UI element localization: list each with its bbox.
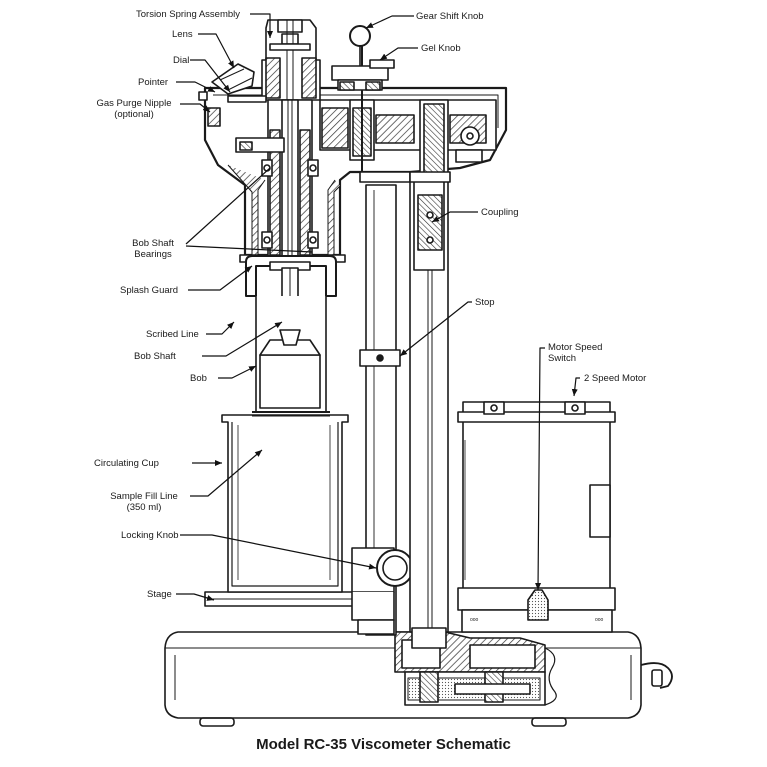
bob-shaft-housing [227, 95, 319, 266]
leader-bob-shaft [202, 321, 283, 357]
diagram-title: Model RC-35 Viscometer Schematic [256, 736, 511, 753]
label-sample-fill-line-line1: Sample Fill Line [110, 491, 178, 502]
leader-gas-purge [180, 103, 211, 113]
label-locking-knob: Locking Knob [121, 530, 179, 541]
label-two-speed-motor: 2 Speed Motor [584, 373, 647, 384]
svg-text:ooo: ooo [470, 617, 479, 623]
support-column [351, 184, 414, 636]
leader-lens [198, 33, 235, 69]
gear-shift-knob [331, 25, 389, 91]
circulating-cup [221, 414, 349, 593]
leader-gel-knob [379, 47, 418, 61]
gearbox [319, 45, 497, 183]
leader-stop [399, 301, 472, 357]
label-gel-knob: Gel Knob [421, 43, 461, 54]
label-bob-shaft-bearings-line2: Bearings [134, 249, 172, 260]
leader-pointer [176, 81, 216, 93]
leader-gear-shift [365, 15, 414, 29]
label-bob-shaft-bearings: Bob Shaft Bearings [118, 238, 188, 260]
label-motor-speed-switch: Motor Speed Switch [548, 342, 602, 364]
label-gear-shift-knob: Gear Shift Knob [416, 11, 484, 22]
leader-bearings-lower [185, 245, 313, 253]
gel-knob [369, 59, 395, 69]
label-bob-shaft: Bob Shaft [134, 351, 176, 362]
label-splash-guard: Splash Guard [120, 285, 179, 296]
leader-two-speed-motor [571, 377, 580, 397]
leader-splash-guard [188, 265, 253, 291]
two-speed-motor: ooo ooo [457, 401, 616, 633]
label-circulating-cup: Circulating Cup [94, 458, 159, 469]
label-motor-speed-switch-line1: Motor Speed [548, 342, 603, 353]
label-bob-shaft-bearings-line1: Bob Shaft [132, 238, 174, 249]
label-motor-speed-switch-line2: Switch [548, 353, 576, 364]
leader-bearings-upper [185, 167, 271, 245]
leader-stage [176, 593, 215, 601]
label-lens: Lens [172, 29, 193, 40]
leader-dial [190, 59, 231, 93]
label-sample-fill-line-line2: (350 ml) [126, 502, 162, 513]
svg-text:ooo: ooo [595, 617, 604, 623]
label-stage: Stage [147, 589, 172, 600]
leader-locking-knob [180, 534, 377, 570]
leader-scribed-line [206, 321, 235, 335]
bob [252, 296, 330, 417]
label-gas-purge-nipple: Gas Purge Nipple (optional) [86, 98, 182, 120]
label-dial: Dial [173, 55, 190, 66]
head-housing [198, 63, 508, 263]
label-bob: Bob [190, 373, 207, 384]
leader-bob [218, 365, 257, 379]
drive-column [409, 179, 449, 649]
leader-coupling [431, 211, 478, 223]
leader-motor-speed-switch [535, 347, 545, 591]
label-sample-fill-line: Sample Fill Line (350 ml) [96, 491, 192, 513]
leader-sample-fill [190, 449, 263, 497]
torsion-spring-assembly [261, 19, 321, 101]
label-gas-purge-nipple-line2: (optional) [114, 109, 154, 120]
label-pointer: Pointer [138, 77, 169, 88]
leader-torsion-spring-assembly [250, 13, 273, 38]
label-stop: Stop [475, 297, 495, 308]
label-torsion-spring-assembly: Torsion Spring Assembly [136, 9, 241, 20]
stage [204, 591, 363, 607]
label-scribed-line: Scribed Line [146, 329, 199, 340]
label-gas-purge-nipple-line1: Gas Purge Nipple [96, 98, 172, 109]
label-coupling: Coupling [481, 207, 519, 218]
leader-lines [176, 13, 580, 601]
